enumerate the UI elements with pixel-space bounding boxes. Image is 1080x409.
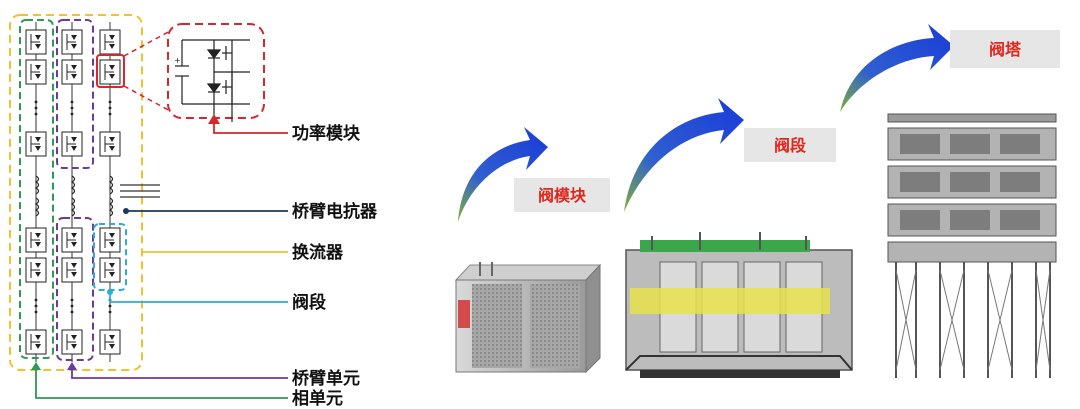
power-module-leader-arrow (208, 114, 220, 124)
valve-tower-image (887, 113, 1057, 378)
arm-unit-leader (71, 366, 288, 379)
submodule (25, 227, 47, 253)
progress-arrow-1 (458, 127, 548, 222)
reactor-coil (108, 197, 114, 217)
ellipsis-dot (34, 100, 38, 104)
label-phase-unit: 相单元 (292, 388, 343, 409)
submodule (99, 59, 121, 85)
submodule (61, 29, 83, 55)
tag-valve-module: 阀模块 (538, 186, 587, 205)
highlighted-module (96, 54, 125, 88)
submodule (61, 59, 83, 85)
valve-section-leader (109, 292, 288, 303)
submodule (61, 227, 83, 253)
label-power-module: 功率模块 (292, 123, 361, 144)
submodule (99, 227, 121, 253)
label-valve-section: 阀段 (292, 292, 326, 313)
submodule (99, 257, 121, 283)
ellipsis-dot (108, 304, 112, 308)
submodule (25, 329, 47, 355)
reactor-coil (70, 197, 76, 217)
arm-unit-boundary-top (56, 19, 94, 169)
ellipsis-dot (34, 310, 38, 314)
label-arm-unit: 桥臂单元 (292, 368, 360, 389)
reactor-coil (34, 197, 40, 217)
tag-valve-module-bg (514, 178, 610, 212)
ellipsis-dot (34, 112, 38, 116)
converter-schematic (25, 22, 121, 362)
label-converter: 换流器 (292, 242, 344, 263)
ellipsis-dot (70, 304, 74, 308)
ellipsis-dot (108, 310, 112, 314)
tag-valve-tower: 阀塔 (989, 40, 1022, 59)
power-module-leader (213, 122, 288, 134)
tag-valve-section: 阀段 (774, 136, 807, 155)
zoom-line-bottom (123, 85, 173, 113)
submodule (61, 131, 83, 157)
ellipsis-dot (108, 100, 112, 104)
valve-section-dot (107, 289, 113, 295)
arm-unit-boundary-bottom (56, 217, 94, 361)
cap-plus-sign: + (174, 56, 181, 65)
ellipsis-dot (70, 112, 74, 116)
submodule (61, 257, 83, 283)
valve-module-image (454, 262, 602, 374)
submodule (99, 131, 121, 157)
ellipsis-dot (34, 106, 38, 110)
submodule (25, 131, 47, 157)
tag-valve-tower-bg (950, 30, 1060, 68)
ellipsis-dot (70, 298, 74, 302)
reactor-coil (108, 175, 114, 195)
submodule (25, 59, 47, 85)
submodule (99, 329, 121, 355)
tag-valve-section-bg (744, 128, 836, 162)
reactor-coil (34, 175, 40, 195)
zoom-line-top (123, 29, 173, 57)
ellipsis-dot (108, 112, 112, 116)
ellipsis-dot (70, 310, 74, 314)
submodule (25, 257, 47, 283)
power-module-circuit (175, 39, 250, 122)
ellipsis-dot (70, 106, 74, 110)
submodule (61, 329, 83, 355)
arm-unit-leader-arrow (67, 362, 77, 370)
ellipsis-dot (34, 298, 38, 302)
arm-reactor-dot (123, 208, 129, 214)
submodule (99, 29, 121, 55)
ellipsis-dot (70, 100, 74, 104)
ellipsis-dot (108, 106, 112, 110)
submodule (25, 29, 47, 55)
phase-unit-boundary (19, 19, 54, 359)
ellipsis-dot (34, 304, 38, 308)
phase-unit-leader (35, 366, 288, 399)
progress-arrow-2 (624, 98, 744, 212)
label-arm-reactor: 桥臂电抗器 (292, 201, 378, 222)
valve-section-image (625, 232, 853, 378)
reactor-coil (70, 175, 76, 195)
progress-arrow-3 (840, 24, 954, 112)
phase-unit-leader-arrow (31, 362, 41, 370)
